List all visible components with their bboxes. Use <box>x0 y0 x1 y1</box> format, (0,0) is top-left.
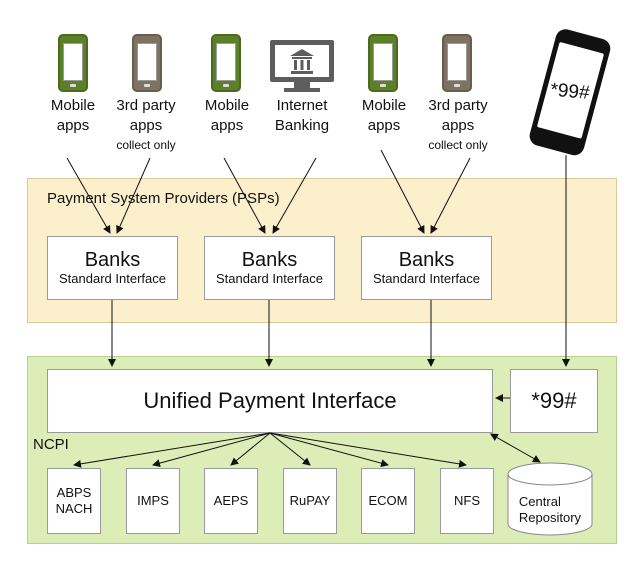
npci-label: NCPI <box>33 436 69 453</box>
mobile-phone-icon <box>442 34 472 92</box>
bank-title: Banks <box>84 249 141 271</box>
bank-box: Banks Standard Interface <box>47 236 178 300</box>
bank-box: Banks Standard Interface <box>361 236 492 300</box>
bank-title: Banks <box>241 249 298 271</box>
service-box-rupay: RuPAY <box>283 468 337 534</box>
upi-label: Unified Payment Interface <box>143 388 397 413</box>
mobile-phone-icon <box>368 34 398 92</box>
upi-box: Unified Payment Interface <box>47 369 493 433</box>
service-box-nfs: NFS <box>440 468 494 534</box>
bank-title: Banks <box>398 249 455 271</box>
mobile-phone-icon <box>58 34 88 92</box>
service-box-imps: IMPS <box>126 468 180 534</box>
mobile-phone-icon <box>211 34 241 92</box>
central-repository-label: Central Repository <box>518 494 582 525</box>
mobile-phone-icon <box>132 34 162 92</box>
service-box-ecom: ECOM <box>361 468 415 534</box>
bank-box: Banks Standard Interface <box>204 236 335 300</box>
ussd-box-label: *99# <box>531 388 577 413</box>
service-box-abps-nach: ABPS NACH <box>47 468 101 534</box>
bank-subtitle: Standard Interface <box>373 271 480 286</box>
ussd-phone-text: *99# <box>550 80 591 104</box>
bank-subtitle: Standard Interface <box>216 271 323 286</box>
bank-subtitle: Standard Interface <box>59 271 166 286</box>
psp-title: Payment System Providers (PSPs) <box>47 190 280 207</box>
bank-monitor-icon <box>270 40 334 92</box>
ussd-phone-icon: *99# <box>529 29 611 156</box>
central-repository-cylinder <box>507 462 593 536</box>
ussd-box: *99# <box>510 369 598 433</box>
service-box-aeps: AEPS <box>204 468 258 534</box>
